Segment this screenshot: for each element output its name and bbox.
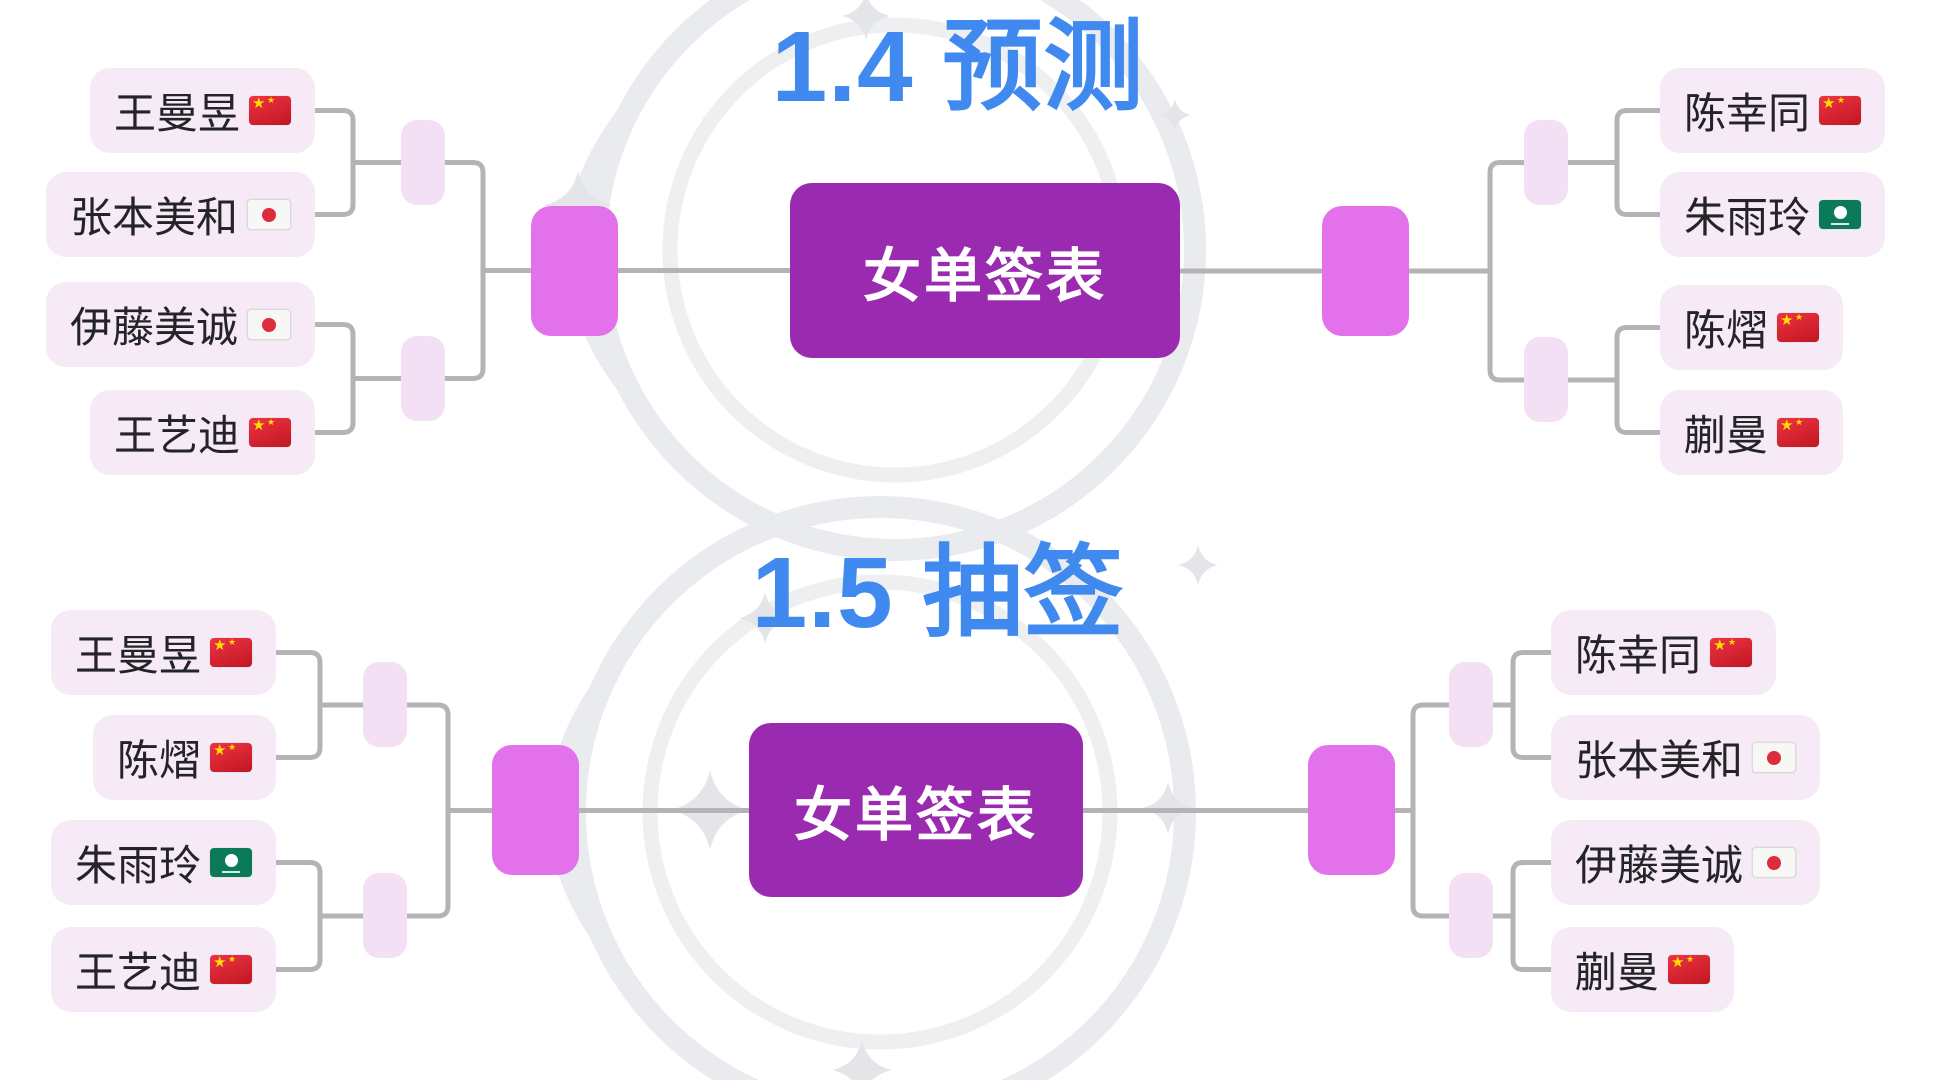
player-node[interactable]: 蒯曼 <box>1660 390 1844 475</box>
player-node[interactable]: 王艺迪 <box>50 927 276 1012</box>
china-flag-icon <box>249 415 291 447</box>
player-name: 陈幸同 <box>1684 90 1811 137</box>
section-title: 1.5 抽签 <box>751 537 1125 649</box>
center-node-label: 女单签表 <box>862 243 1107 309</box>
center-node-label: 女单签表 <box>793 783 1038 848</box>
player-node[interactable]: 张本美和 <box>45 172 315 257</box>
connector-lines-top-right <box>1177 108 1663 435</box>
winner-slot-node[interactable] <box>363 662 407 747</box>
china-flag-icon <box>210 635 252 667</box>
semifinal-slot-node[interactable] <box>492 745 579 875</box>
player-node[interactable]: 蒯曼 <box>1551 927 1735 1012</box>
connector-lines-bottom-left <box>273 650 752 972</box>
macau-flag-icon <box>210 848 252 877</box>
china-flag-icon <box>1777 310 1820 342</box>
player-name: 陈熠 <box>1684 307 1769 354</box>
china-flag-icon <box>1710 635 1753 667</box>
player-node[interactable]: 陈幸同 <box>1551 610 1777 695</box>
player-name: 王曼昱 <box>74 632 201 679</box>
japan-flag-icon <box>1752 847 1797 878</box>
winner-slot-node[interactable] <box>1449 662 1493 747</box>
semifinal-slot-node[interactable] <box>1308 745 1395 875</box>
connector-lines-bottom-right <box>1080 650 1554 972</box>
section-title: 1.4 预测 <box>771 11 1145 123</box>
china-flag-icon <box>210 952 252 984</box>
player-node[interactable]: 朱雨玲 <box>1660 172 1886 257</box>
player-node[interactable]: 陈幸同 <box>1660 68 1886 153</box>
player-name: 王艺迪 <box>74 949 201 996</box>
china-flag-icon <box>249 93 291 125</box>
player-node[interactable]: 王曼昱 <box>50 610 276 695</box>
china-flag-icon <box>210 740 252 772</box>
player-node[interactable]: 陈熠 <box>92 715 276 800</box>
player-node[interactable]: 伊藤美诚 <box>1551 820 1821 905</box>
player-name: 朱雨玲 <box>74 842 201 889</box>
player-node[interactable]: 伊藤美诚 <box>45 282 315 367</box>
japan-flag-icon <box>1752 742 1797 773</box>
player-name: 王艺迪 <box>113 412 240 459</box>
china-flag-icon <box>1668 952 1711 984</box>
player-name: 伊藤美诚 <box>69 304 238 351</box>
player-name: 王曼昱 <box>113 90 240 137</box>
player-name: 张本美和 <box>1575 737 1744 784</box>
winner-slot-node[interactable] <box>401 120 445 205</box>
china-flag-icon <box>1819 93 1862 125</box>
player-name: 张本美和 <box>69 194 238 241</box>
player-name: 蒯曼 <box>1684 412 1769 459</box>
china-flag-icon <box>1777 415 1820 447</box>
player-node[interactable]: 王曼昱 <box>89 68 315 153</box>
connector-lines-top-left <box>312 108 793 435</box>
winner-slot-node[interactable] <box>1449 873 1493 958</box>
player-node[interactable]: 陈熠 <box>1660 285 1844 370</box>
winner-slot-node[interactable] <box>363 873 407 958</box>
japan-flag-icon <box>247 199 291 230</box>
center-node[interactable]: 女单签表 <box>749 723 1083 897</box>
player-node[interactable]: 朱雨玲 <box>50 820 276 905</box>
player-name: 蒯曼 <box>1575 949 1660 996</box>
japan-flag-icon <box>247 309 291 340</box>
player-name: 朱雨玲 <box>1684 194 1811 241</box>
semifinal-slot-node[interactable] <box>531 206 618 336</box>
winner-slot-node[interactable] <box>1524 337 1568 422</box>
player-node[interactable]: 张本美和 <box>1551 715 1821 800</box>
center-node[interactable]: 女单签表 <box>790 183 1180 358</box>
winner-slot-node[interactable] <box>401 336 445 421</box>
player-name: 陈熠 <box>116 737 201 784</box>
semifinal-slot-node[interactable] <box>1322 206 1409 336</box>
player-name: 伊藤美诚 <box>1575 842 1744 889</box>
macau-flag-icon <box>1819 200 1862 229</box>
player-name: 陈幸同 <box>1575 632 1702 679</box>
winner-slot-node[interactable] <box>1524 120 1568 205</box>
player-node[interactable]: 王艺迪 <box>89 390 315 475</box>
